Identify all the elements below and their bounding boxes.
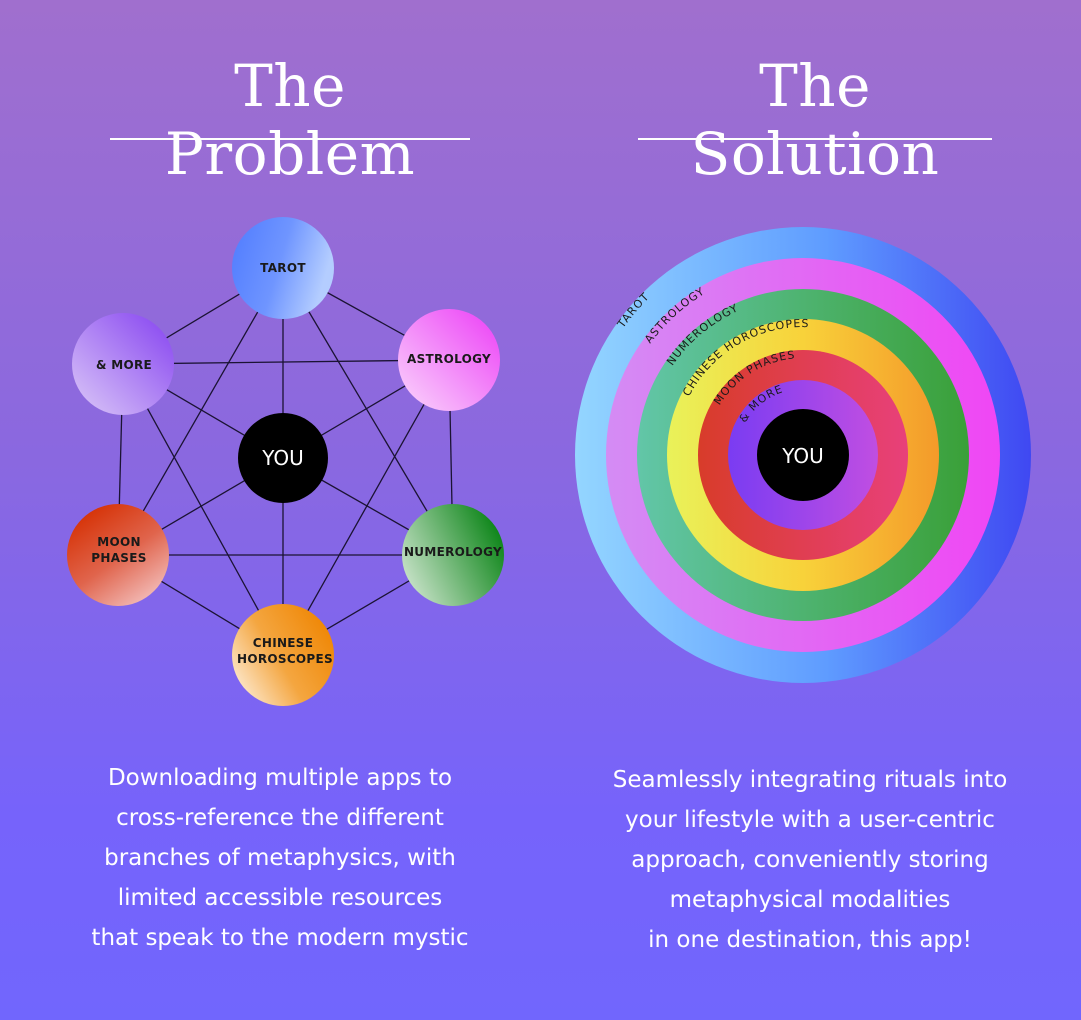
solution-description-line: Seamlessly integrating rituals into: [612, 767, 1008, 793]
problem-description-line: that speak to the modern mystic: [91, 925, 469, 951]
node-numerology: NUMEROLOGY: [402, 504, 504, 606]
node-you-problem: YOU: [238, 413, 328, 503]
node-chinese-label-line1: CHINESE: [253, 636, 314, 650]
solution-center-label: YOU: [781, 444, 824, 468]
problem-description: Downloading multiple apps to cross-refer…: [40, 758, 520, 958]
node-more: & MORE: [72, 313, 174, 415]
node-tarot-label: TAROT: [260, 261, 306, 275]
problem-title: The Problem: [164, 52, 416, 188]
solution-description-line: your lifestyle with a user-centric: [625, 807, 995, 833]
solution-description-line: in one destination, this app!: [648, 927, 972, 953]
solution-title-underline: [638, 138, 992, 140]
node-more-label: & MORE: [96, 358, 152, 372]
node-chinese-label-line2: HOROSCOPES: [237, 652, 333, 666]
solution-description-line: metaphysical modalities: [669, 887, 951, 913]
problem-description-line: Downloading multiple apps to: [107, 765, 453, 791]
node-tarot: TAROT: [232, 217, 334, 319]
solution-description: Seamlessly integrating rituals into your…: [560, 760, 1060, 960]
node-moon-label-line2: PHASES: [91, 551, 146, 565]
problem-description-line: limited accessible resources: [117, 885, 443, 911]
node-numerology-label: NUMEROLOGY: [404, 545, 502, 559]
problem-title-underline: [110, 138, 470, 140]
solution-rings: [575, 227, 1031, 683]
node-moon-phases: MOON PHASES: [67, 504, 169, 606]
node-you-solution: [757, 409, 849, 501]
solution-description-line: approach, conveniently storing: [631, 847, 989, 873]
problem-description-line: cross-reference the different: [116, 805, 444, 831]
problem-center-label: YOU: [261, 446, 304, 470]
node-astrology-label: ASTROLOGY: [407, 352, 491, 366]
node-astrology: ASTROLOGY: [398, 309, 500, 411]
problem-description-line: branches of metaphysics, with: [104, 845, 456, 871]
solution-title: The Solution: [690, 52, 940, 188]
node-chinese-horoscopes: CHINESE HOROSCOPES: [232, 604, 334, 706]
node-moon-label-line1: MOON: [97, 535, 141, 549]
